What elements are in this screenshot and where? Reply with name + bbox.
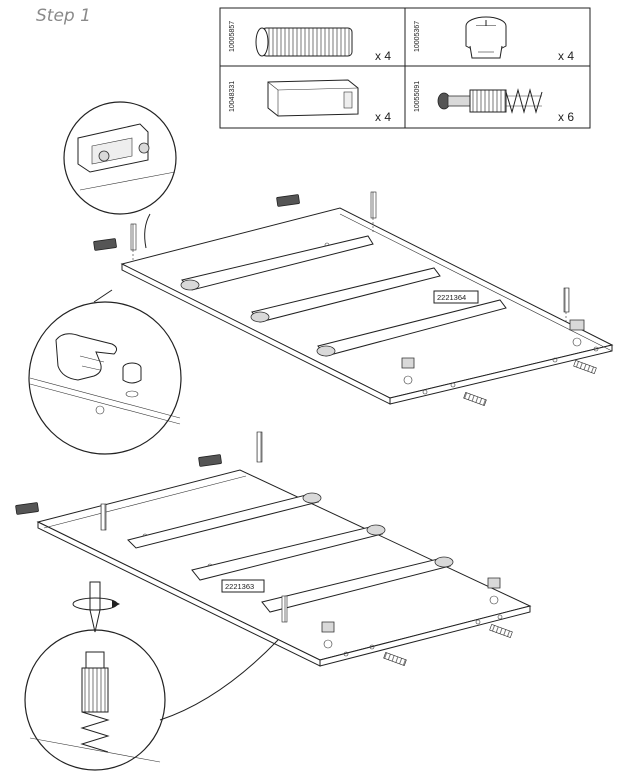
part-qty: x 4 bbox=[375, 110, 391, 124]
cam-lock-icon bbox=[465, 16, 507, 59]
dowel-standing bbox=[100, 431, 288, 623]
detail-callout-screw-in bbox=[24, 581, 279, 771]
panel-upper: 2221364 bbox=[93, 191, 614, 406]
cam-bolt-dowel-icon bbox=[80, 651, 110, 753]
wooden-dowel-icon bbox=[255, 27, 353, 57]
parts-cell-cover: 10048331 x 4 bbox=[229, 79, 391, 124]
parts-table: 10005857 x 4 10005367 x 4 10048331 bbox=[219, 7, 591, 129]
rotate-arrow-icon bbox=[72, 597, 120, 611]
bracket-cover-icon bbox=[267, 79, 359, 117]
part-code: 10005367 bbox=[414, 21, 421, 52]
bracket-cover-floating bbox=[93, 194, 300, 251]
rail-3 bbox=[261, 556, 454, 613]
part-code: 10048331 bbox=[229, 81, 236, 112]
rail-2 bbox=[250, 267, 441, 323]
part-qty: x 6 bbox=[558, 110, 574, 124]
bracket-cover-floating bbox=[15, 454, 222, 515]
rail-1 bbox=[180, 235, 374, 291]
step-title: Step 1 bbox=[36, 6, 91, 26]
part-number-box bbox=[433, 290, 479, 304]
cam-lock-on-panel bbox=[401, 319, 585, 385]
part-number-box bbox=[221, 579, 265, 593]
part-qty: x 4 bbox=[558, 49, 574, 63]
part-number: 2221364 bbox=[437, 293, 466, 302]
part-code: 10055091 bbox=[414, 81, 421, 112]
panel-lower: 2221363 bbox=[15, 431, 532, 667]
hand-icon bbox=[55, 333, 118, 381]
dowel-standing bbox=[130, 191, 570, 324]
part-qty: x 4 bbox=[375, 49, 391, 63]
detail-callout-press-cam bbox=[28, 289, 182, 455]
cam-lock-icon bbox=[122, 362, 142, 398]
screwdriver-icon bbox=[89, 581, 101, 633]
parts-cell-cam: 10005367 x 4 bbox=[414, 16, 574, 63]
rail-3 bbox=[316, 299, 507, 357]
part-number: 2221363 bbox=[225, 582, 254, 591]
parts-cell-dowel: 10005857 x 4 bbox=[229, 21, 391, 63]
rail-1 bbox=[127, 492, 322, 549]
parts-cell-bolt: 10055091 x 6 bbox=[414, 81, 574, 124]
cam-bolt-dowel bbox=[383, 624, 513, 666]
detail-callout-bracket-cover bbox=[63, 101, 177, 249]
cam-lock-on-panel bbox=[321, 577, 501, 649]
cam-bolt-dowel-icon bbox=[437, 88, 543, 114]
cam-bolt-dowel bbox=[463, 360, 597, 406]
rail-2 bbox=[191, 524, 386, 581]
panel-side-edge bbox=[319, 605, 531, 667]
part-code: 10005857 bbox=[229, 21, 236, 52]
